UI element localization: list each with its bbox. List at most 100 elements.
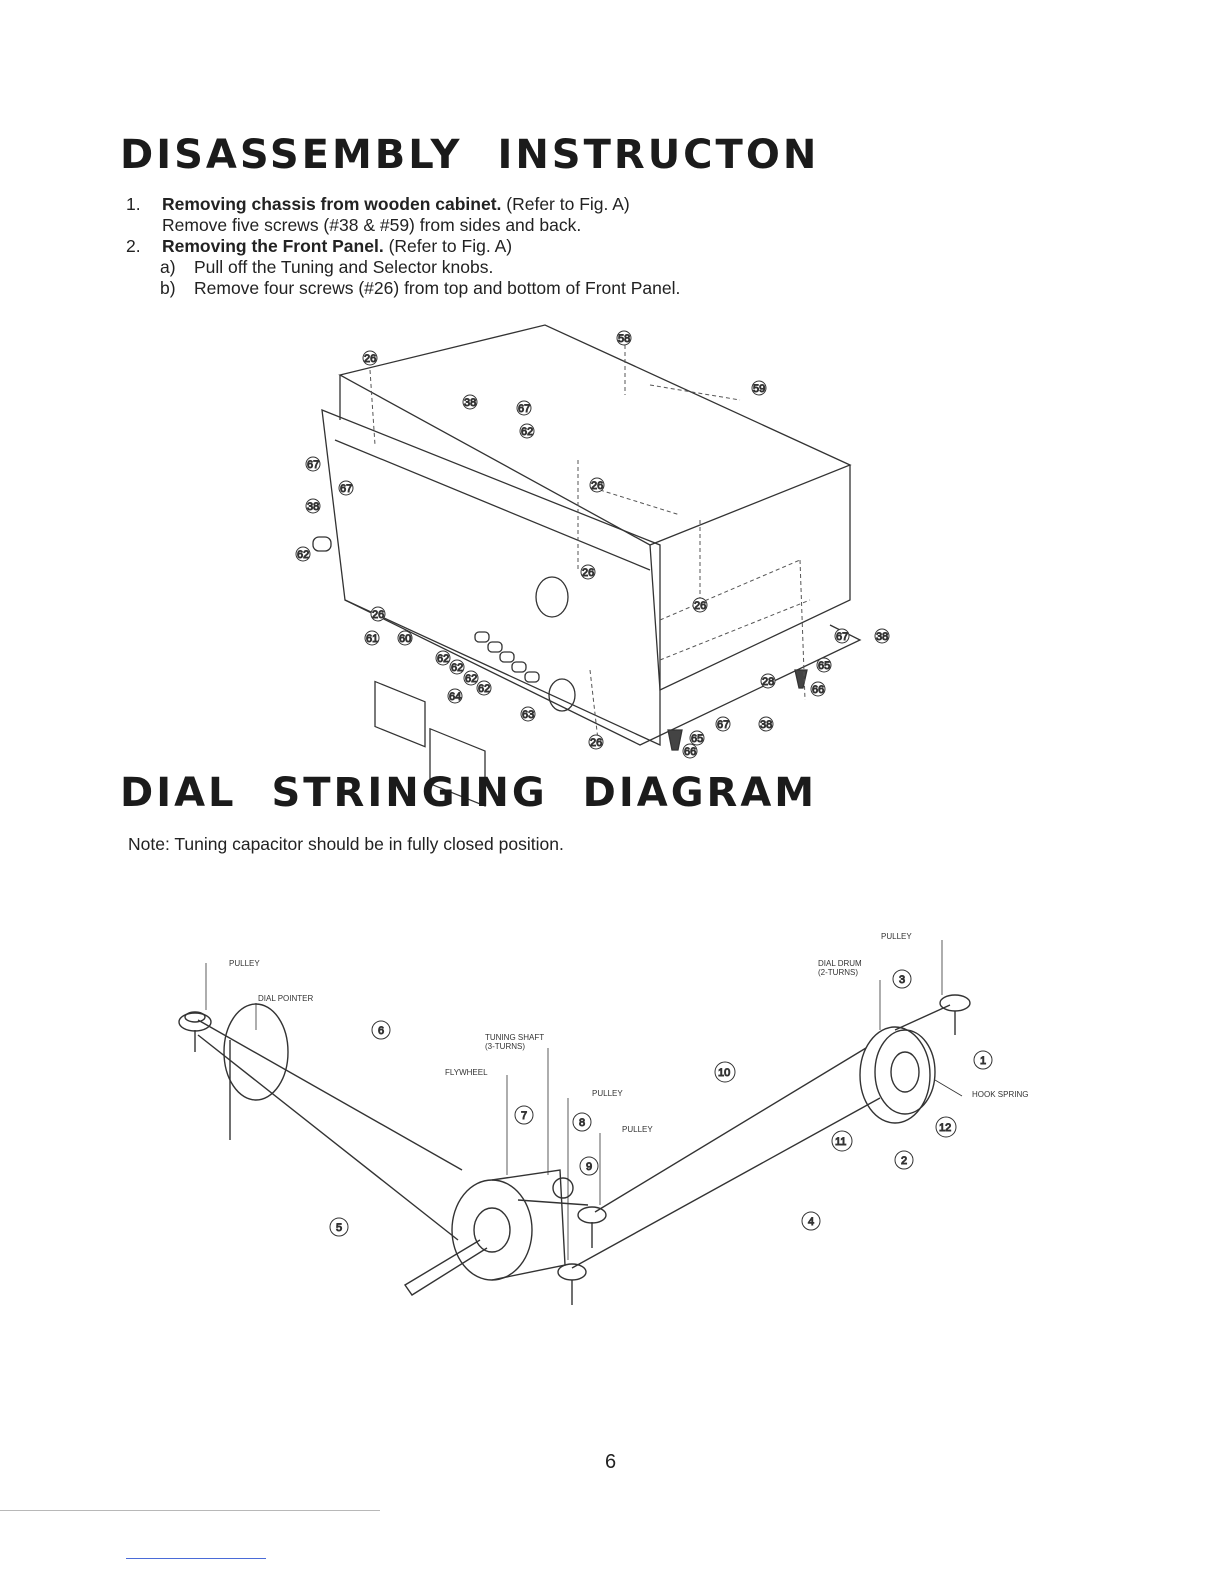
section-title-disassembly: DISASSEMBLY INSTRUCTON: [120, 132, 820, 178]
label-dial-pointer: DIAL POINTER: [258, 994, 313, 1003]
callout: 26: [370, 606, 386, 622]
callout: 61: [364, 630, 380, 646]
svg-text:60: 60: [399, 633, 411, 645]
svg-text:7: 7: [521, 1110, 527, 1122]
step-number: 2.: [126, 236, 141, 256]
svg-text:38: 38: [464, 397, 476, 409]
chassis-top-cover: [338, 324, 852, 546]
callout: 67: [516, 400, 532, 416]
callout: 63: [520, 706, 536, 722]
tuning-knob: [535, 576, 569, 618]
svg-text:61: 61: [366, 633, 378, 645]
callout: 62: [435, 650, 451, 666]
dial-drum: [859, 1026, 931, 1124]
tuning-shaft: [403, 1239, 488, 1296]
step-heading: Removing chassis from wooden cabinet.: [162, 194, 502, 214]
svg-text:26: 26: [582, 567, 594, 579]
svg-text:38: 38: [760, 719, 772, 731]
tuning-note: Note: Tuning capacitor should be in full…: [128, 834, 564, 854]
svg-text:38: 38: [307, 501, 319, 513]
callout: 38: [758, 716, 774, 732]
svg-text:67: 67: [340, 483, 352, 495]
svg-text:67: 67: [836, 631, 848, 643]
callout: 66: [682, 743, 698, 759]
callout: 38: [874, 628, 890, 644]
svg-text:67: 67: [307, 459, 319, 471]
callout: 10: [714, 1061, 736, 1083]
callout: 65: [816, 657, 832, 673]
step-1-detail: Remove five screws (#38 & #59) from side…: [126, 215, 680, 236]
svg-text:1: 1: [980, 1055, 986, 1067]
svg-text:66: 66: [684, 746, 696, 758]
dial-string-diagram: [178, 940, 971, 1305]
callout: 9: [579, 1156, 599, 1176]
dial-string: [197, 1019, 463, 1171]
step-ref: (Refer to Fig. A): [501, 194, 630, 214]
dial-string: [894, 1004, 951, 1031]
svg-text:5: 5: [336, 1222, 342, 1234]
callout: 7: [514, 1105, 534, 1125]
svg-text:62: 62: [521, 426, 533, 438]
label-pulley-mid: PULLEY: [592, 1089, 623, 1098]
callout: 67: [305, 456, 321, 472]
svg-text:8: 8: [579, 1117, 585, 1129]
feet: [667, 669, 808, 751]
label-dial-drum: DIAL DRUM: [818, 959, 862, 968]
callout: 60: [397, 630, 413, 646]
label-flywheel: FLYWHEEL: [445, 1068, 488, 1077]
section-title-dial-stringing: DIAL STRINGING DIAGRAM: [120, 770, 818, 816]
callout: 64: [447, 688, 463, 704]
callout: 66: [810, 681, 826, 697]
svg-text:3: 3: [899, 974, 905, 986]
callout: 28: [760, 673, 776, 689]
pulley-mid-lower: [557, 1263, 587, 1281]
callout: 3: [892, 969, 912, 989]
step-number: 1.: [126, 194, 141, 214]
svg-text:62: 62: [297, 549, 309, 561]
callout: 26: [589, 477, 605, 493]
selector-knob: [548, 678, 576, 712]
substep-text: Pull off the Tuning and Selector knobs.: [194, 257, 494, 277]
flywheel: [451, 1179, 533, 1281]
svg-text:65: 65: [818, 660, 830, 672]
label-pulley-mid: PULLEY: [622, 1125, 653, 1134]
callout: 62: [295, 546, 311, 562]
callout: 59: [751, 380, 767, 396]
callout: 65: [689, 730, 705, 746]
callout: 62: [463, 670, 479, 686]
svg-text:64: 64: [449, 691, 461, 703]
display-window: [429, 727, 486, 807]
button-row: [474, 631, 540, 683]
callout: 62: [449, 659, 465, 675]
pulley-mid-upper: [577, 1206, 607, 1224]
dial-string: [197, 1034, 459, 1241]
callout: 26: [362, 350, 378, 366]
substep-letter: a): [160, 257, 176, 277]
svg-text:2: 2: [901, 1155, 907, 1167]
svg-text:9: 9: [586, 1161, 592, 1173]
chassis-side: [649, 465, 851, 691]
callout: 26: [692, 597, 708, 613]
callout: 62: [476, 680, 492, 696]
label-dial-drum-turns: (2-TURNS): [818, 968, 858, 977]
callout: 2: [894, 1150, 914, 1170]
svg-text:26: 26: [694, 600, 706, 612]
tuning-shaft-pulley: [552, 1177, 574, 1199]
page-number: 6: [605, 1451, 617, 1473]
dial-number-callouts: 1 2 3 4 5 6 7 8 9 10 11 12: [329, 969, 993, 1237]
svg-text:38: 38: [876, 631, 888, 643]
callout: 1: [973, 1050, 993, 1070]
svg-text:26: 26: [372, 609, 384, 621]
callout: 58: [616, 330, 632, 346]
label-tuning-shaft: TUNING SHAFT: [485, 1033, 544, 1042]
svg-text:4: 4: [808, 1216, 814, 1228]
display-window: [374, 680, 426, 748]
step-detail: Remove five screws (#38 & #59) from side…: [162, 215, 582, 235]
svg-text:28: 28: [762, 676, 774, 688]
label-pulley-left: PULLEY: [229, 959, 260, 968]
callout: 11: [831, 1130, 853, 1152]
substep-b: b) Remove four screws (#26) from top and…: [126, 278, 680, 299]
label-pulley-right: PULLEY: [881, 932, 912, 941]
substep-a: a) Pull off the Tuning and Selector knob…: [126, 257, 680, 278]
